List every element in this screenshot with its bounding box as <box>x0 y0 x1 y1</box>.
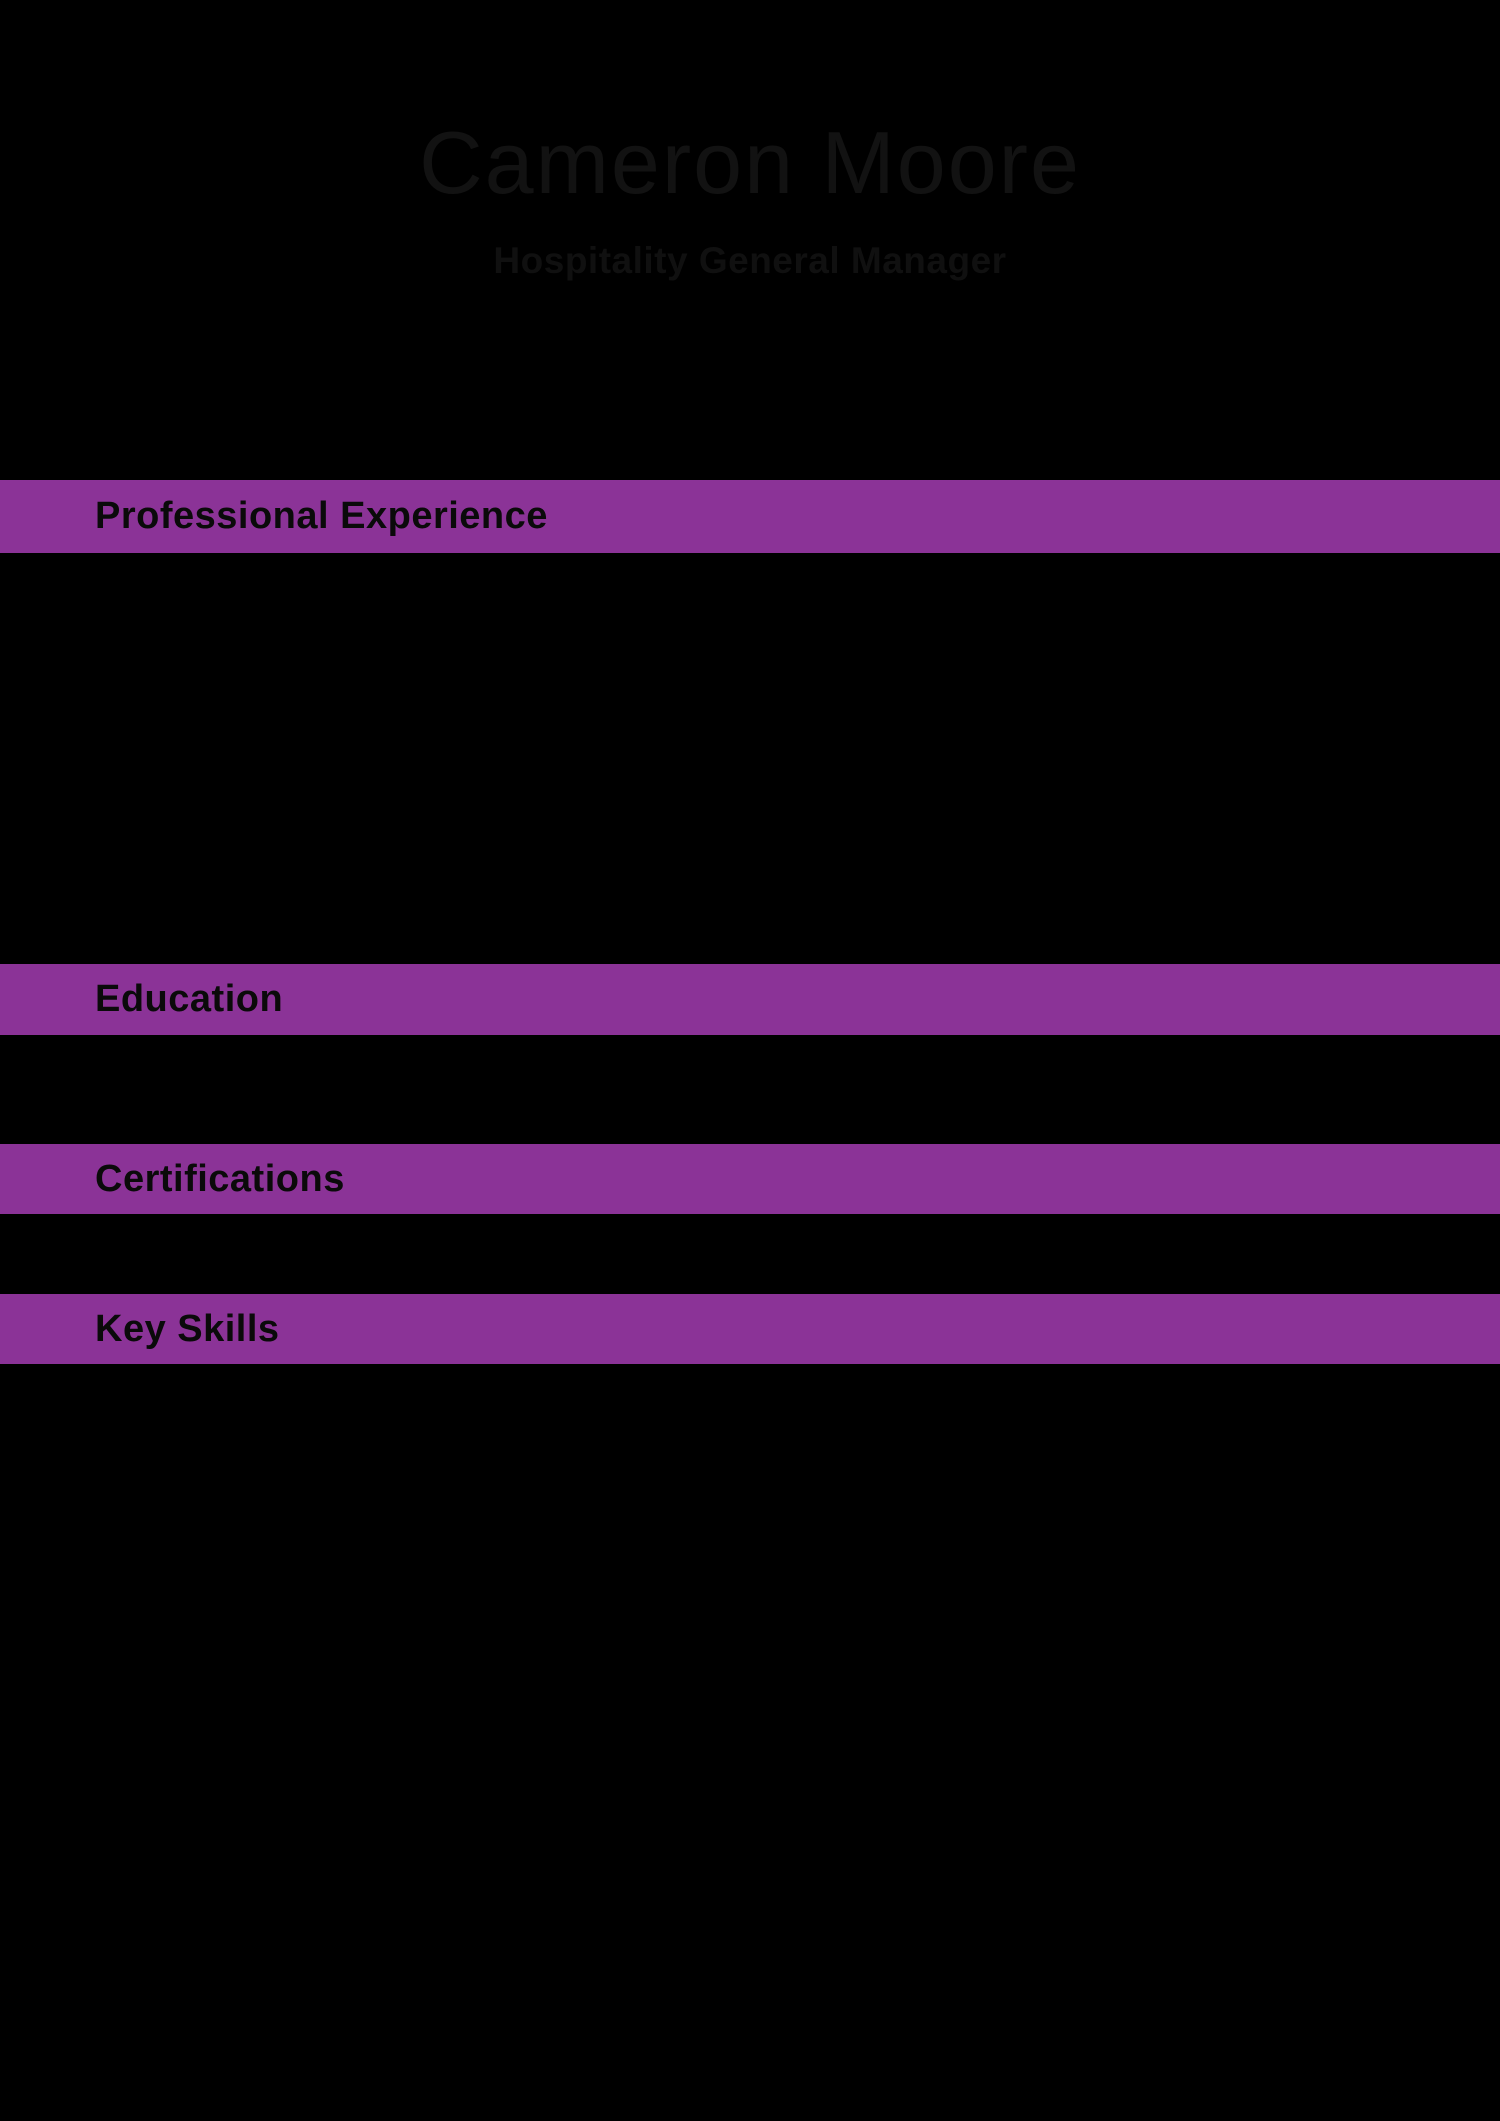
key-skills-content-area <box>0 1364 1500 2121</box>
resume-job-title: Hospitality General Manager <box>493 240 1007 281</box>
section-header-certifications: Certifications <box>0 1144 1500 1214</box>
section-header-key-skills: Key Skills <box>0 1294 1500 1364</box>
section-header-education: Education <box>0 964 1500 1035</box>
education-content-area <box>0 1035 1500 1144</box>
section-header-label: Key Skills <box>95 1307 280 1350</box>
resume-name: Cameron Moore <box>419 113 1081 212</box>
section-header-label: Certifications <box>95 1157 345 1200</box>
experience-content-area <box>0 553 1500 964</box>
certifications-content-area <box>0 1214 1500 1294</box>
section-header-label: Education <box>95 978 284 1020</box>
section-header-label: Professional Experience <box>95 495 548 537</box>
section-header-professional-experience: Professional Experience <box>0 480 1500 553</box>
contact-info-area <box>0 300 1500 480</box>
